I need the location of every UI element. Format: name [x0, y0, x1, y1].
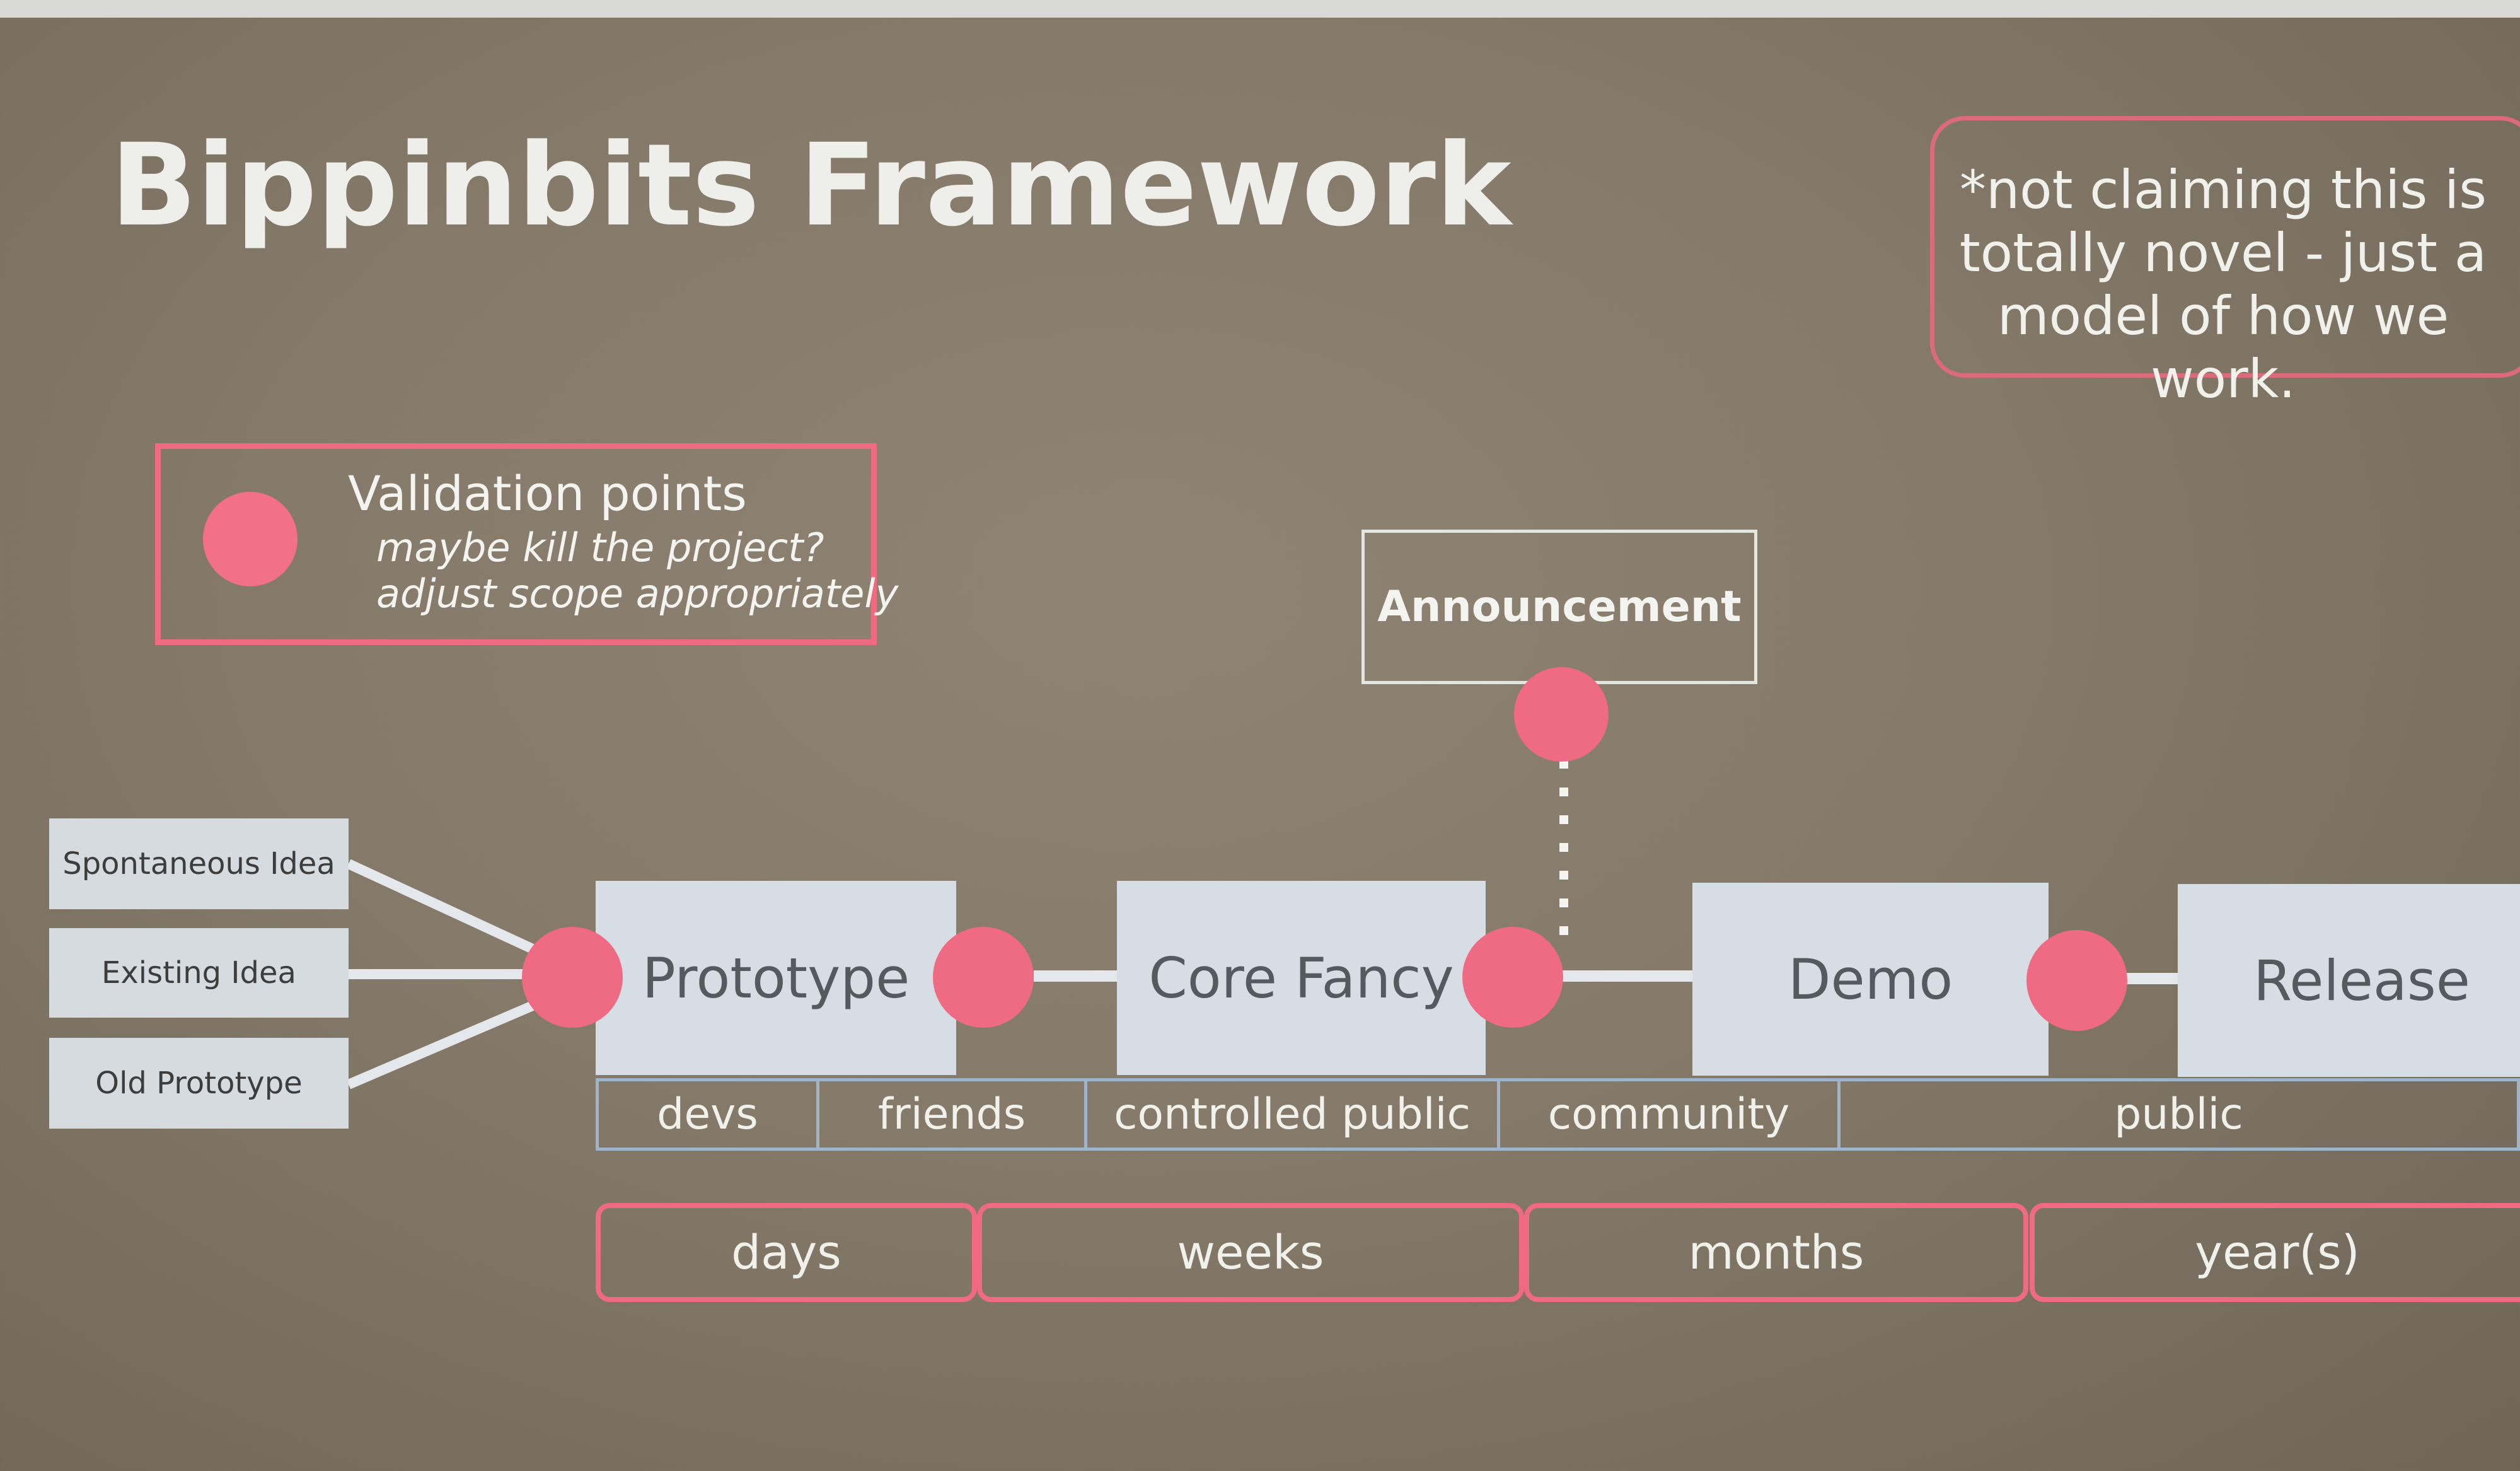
timescale-weeks: weeks	[977, 1203, 1524, 1302]
legend-line-kill: maybe kill the project?	[376, 525, 824, 571]
slide-title: Bippinbits Framework	[110, 120, 1511, 252]
audience-devs: devs	[596, 1078, 819, 1151]
source-spontaneous-idea: Spontaneous Idea	[49, 818, 349, 909]
source-existing-idea: Existing Idea	[49, 928, 349, 1018]
audience-friends: friends	[816, 1078, 1087, 1151]
audience-public: public	[1837, 1078, 2520, 1151]
stage-prototype: Prototype	[596, 881, 956, 1075]
validation-point-entry	[522, 927, 623, 1028]
legend-title: Validation points	[348, 465, 747, 521]
timescale-months: months	[1524, 1203, 2028, 1302]
validation-point-announcement	[1514, 667, 1609, 762]
stage-demo: Demo	[1692, 883, 2049, 1076]
announcement-box: Announcement	[1361, 530, 1757, 684]
timescale-years: year(s)	[2030, 1203, 2520, 1302]
screen-top-edge	[0, 0, 2520, 18]
timescale-days: days	[596, 1203, 977, 1302]
disclaimer-box: *not claiming this is totally novel - ju…	[1930, 116, 2520, 410]
audience-controlled-public: controlled public	[1084, 1078, 1500, 1151]
legend-box	[155, 443, 877, 645]
validation-point-after-core-fancy	[1462, 927, 1563, 1028]
connector-old-prototype	[346, 1001, 535, 1090]
validation-point-legend-icon	[203, 492, 298, 586]
validation-point-after-prototype	[933, 927, 1034, 1028]
validation-point-after-demo	[2026, 930, 2127, 1031]
legend-line-scope: adjust scope appropriately	[376, 571, 899, 617]
source-old-prototype: Old Prototype	[49, 1038, 349, 1129]
connector-spontaneous-idea	[346, 859, 535, 954]
audience-community: community	[1497, 1078, 1841, 1151]
stage-release: Release	[2178, 884, 2520, 1077]
stage-core-fancy: Core Fancy	[1117, 881, 1486, 1075]
